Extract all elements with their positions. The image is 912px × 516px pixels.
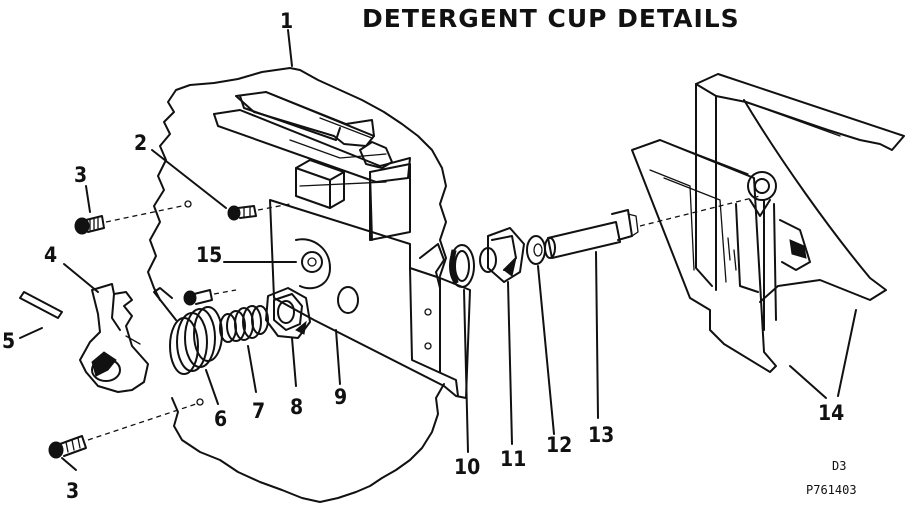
large-spring [153,287,223,375]
screw-part-2 [227,205,257,221]
mount-hole-lower [196,398,204,406]
label-part-14: 14 [818,401,844,425]
seal-ring [449,244,475,288]
cam-knob [265,287,311,339]
small-spring [219,305,269,343]
shaft-pin [544,209,639,259]
leader-lines [19,29,857,471]
screw-upper [74,215,105,235]
alignment-line-cup [639,195,761,227]
label-part-12: 12 [546,433,572,457]
screw-spring [183,289,213,306]
label-part-3-lower: 3 [66,479,79,503]
label-part-7: 7 [252,399,265,423]
diagram-code: D3 [832,459,846,473]
label-part-15: 15 [196,243,222,267]
label-part-9: 9 [334,385,347,409]
panel-fold [419,243,445,289]
label-part-5: 5 [2,329,15,353]
alignment-line-screw-upper [105,205,183,223]
screw-lower [48,435,87,459]
label-part-13: 13 [588,423,614,447]
label-part-3-upper: 3 [74,163,87,187]
detergent-cup-housing [213,91,411,241]
label-part-8: 8 [290,395,303,419]
alignment-line-screw-lower [87,403,197,441]
hinge-pin [19,291,63,319]
washer [526,235,546,265]
diagram-title: DETERGENT CUP DETAILS [362,4,740,33]
label-part-6: 6 [214,407,227,431]
label-part-10: 10 [454,455,480,479]
alignment-line-screw-spring [213,289,237,295]
detergent-cup-cover [631,73,905,373]
door-panel-outline [147,67,447,503]
label-part-11: 11 [500,447,526,471]
label-part-4: 4 [44,243,57,267]
label-part-1: 1 [280,9,293,33]
drawing-number: P761403 [806,483,857,497]
bushing-nut [479,227,525,283]
label-part-2: 2 [134,131,147,155]
latch-lever [79,283,149,393]
alignment-line-part-2 [257,203,291,211]
mount-hole-upper [184,200,192,208]
